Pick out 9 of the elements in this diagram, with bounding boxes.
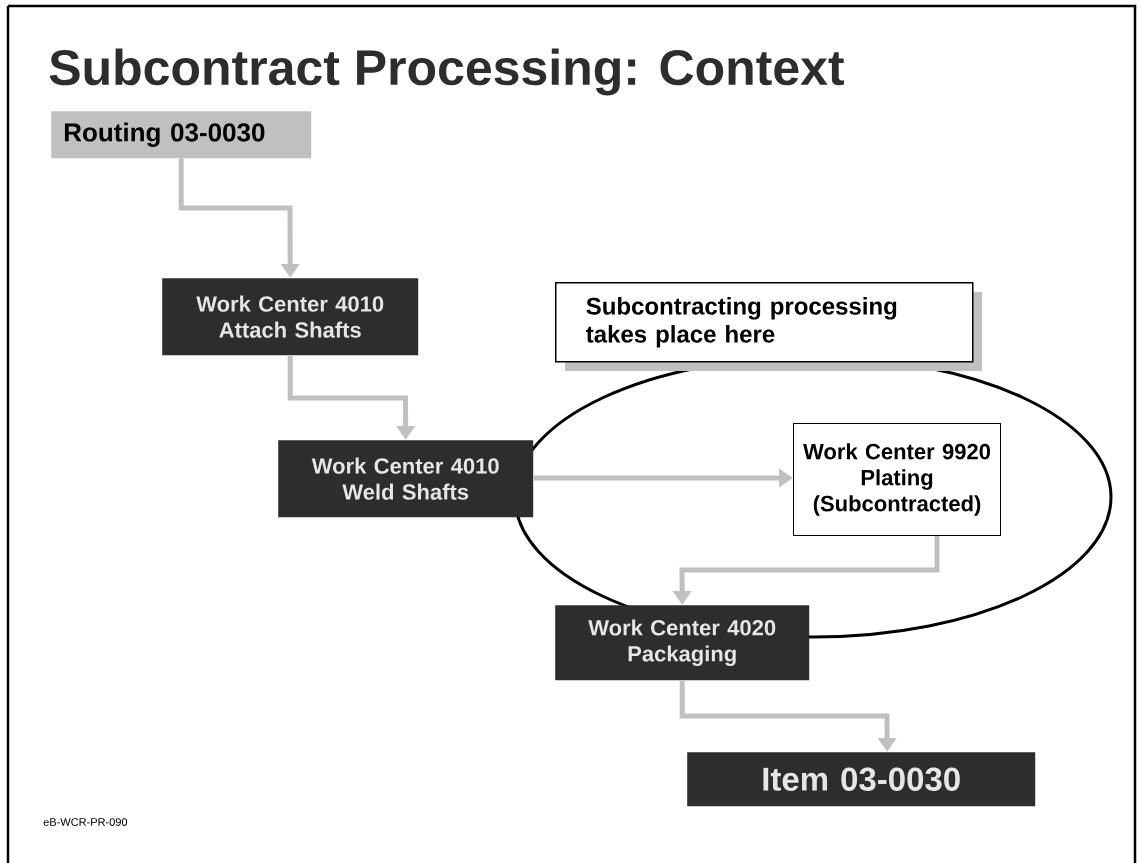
work-center-box: Work Center 4010 Attach Shafts: [162, 278, 419, 356]
title: Subcontract Processing: Context: [49, 48, 844, 96]
document-code: eB-WCR-PR-090: [43, 818, 128, 826]
callout-box: Subcontracting processing takes place here: [555, 282, 982, 371]
work-center-box: Work Center 4020 Packaging: [555, 605, 810, 681]
routing-box: Routing 03-0030: [51, 111, 312, 159]
item-box: Item 03-0030: [687, 752, 1036, 807]
work-center-box: Work Center 9920 Plating (Subcontracted): [793, 423, 1001, 536]
work-center-box: Work Center 4010 Weld Shafts: [278, 440, 534, 518]
